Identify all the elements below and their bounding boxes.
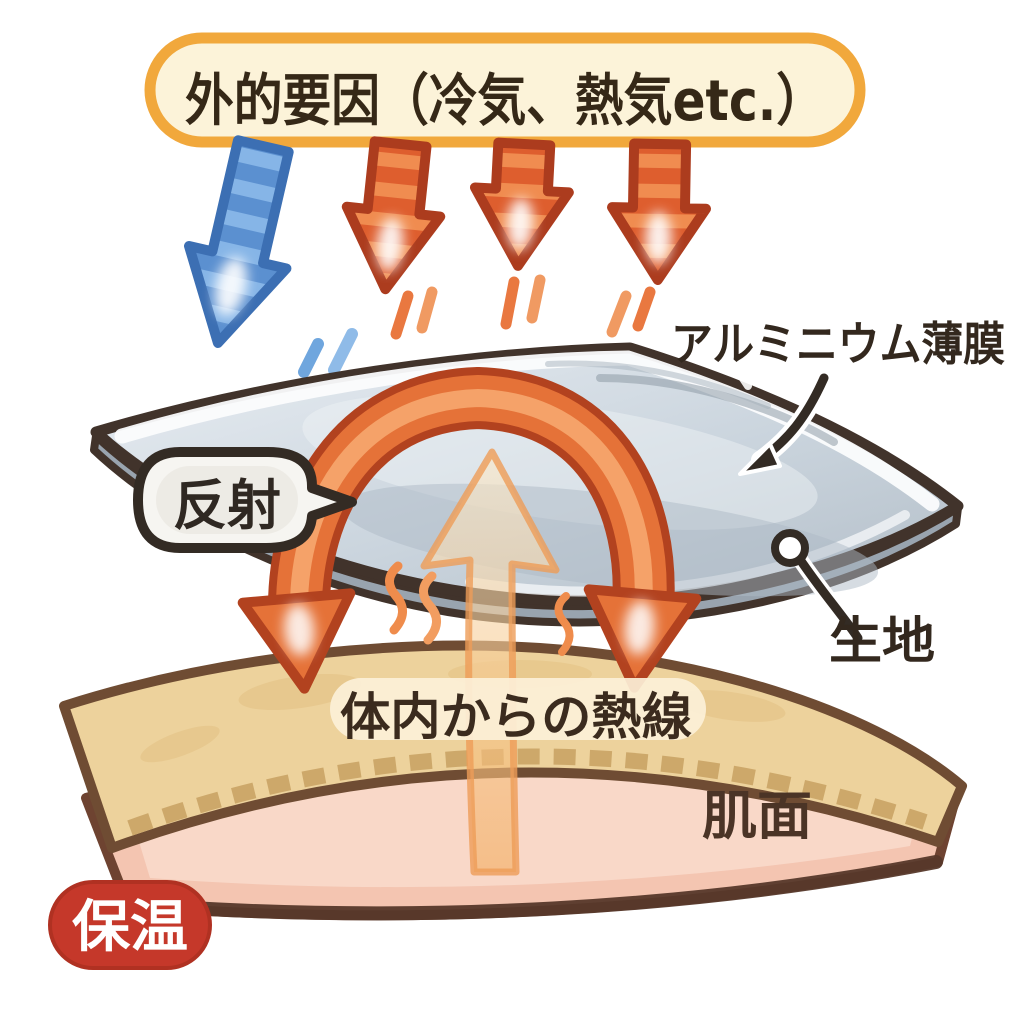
external-factors-banner: 外的要因（冷気、熱気etc.）: [144, 32, 866, 148]
skin-side-label: 肌面: [702, 787, 812, 847]
reflection-bubble: 反射: [133, 447, 357, 553]
film-pointer-head: [738, 442, 782, 476]
bubble-inner-wash: [156, 466, 298, 534]
aluminum-film-label: アルミニウム薄膜: [671, 317, 1005, 371]
fabric-callout: 生地: [771, 529, 935, 670]
fabric-stitches: [127, 748, 928, 836]
heat-retention-label: 保温: [72, 895, 188, 960]
heat-arrow-icon: [469, 137, 574, 271]
heat-arrow-icon: [341, 136, 446, 295]
arch-right-arrowhead: [583, 584, 702, 693]
heat-arrow-icon: [606, 138, 711, 285]
arch-left-arrowhead: [237, 588, 356, 694]
fabric-pointer-line: [794, 553, 863, 643]
cold-air-arrow-icon: [183, 135, 294, 348]
film-white-edge: [114, 350, 940, 512]
fabric-label: 生地: [829, 612, 935, 670]
aluminum-film-callout: アルミニウム薄膜: [671, 317, 1005, 476]
badge-pill: [48, 880, 212, 970]
fabric-marker-icon: [771, 529, 809, 567]
external-factors-label: 外的要因（冷気、熱気etc.）: [185, 69, 825, 134]
film-streak: [596, 374, 838, 446]
reflection-label: 反射: [173, 474, 281, 537]
body-heat-arrow-icon: [420, 448, 560, 876]
heat-waves-icon: [385, 561, 574, 656]
arrow-speed-dashes: [298, 274, 656, 378]
film-streak: [545, 360, 771, 409]
external-factor-arrows: [183, 135, 711, 378]
skin-highlight: [130, 774, 920, 888]
body-heat-callout: 体内からの熱線: [330, 678, 706, 746]
skin-bottom-shadow: [123, 855, 943, 921]
body-heat-halo: [330, 678, 706, 740]
body-heat-label: 体内からの熱線: [340, 688, 692, 746]
heat-retention-badge: 保温: [48, 880, 212, 970]
